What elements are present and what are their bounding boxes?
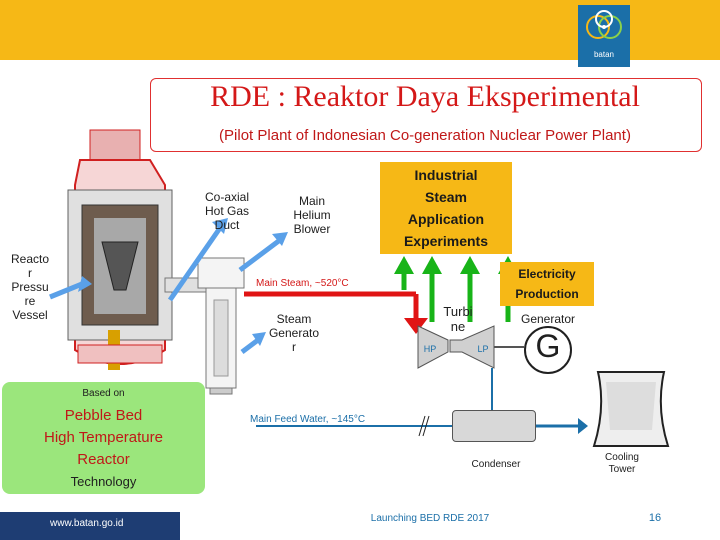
generator-letter: G	[535, 328, 561, 364]
cooling-tower-label: Cooling Tower	[605, 452, 639, 475]
slide-title: RDE : Reaktor Daya Eksperimental	[210, 80, 640, 113]
main-helium-blower-label: Main Helium Blower	[293, 194, 331, 236]
steam-generator-drawing	[197, 257, 245, 395]
lp-label: LP	[477, 344, 489, 354]
main-steam-label: Main Steam, ~520°C	[256, 278, 349, 289]
footer-event: Launching BED RDE 2017	[370, 513, 490, 524]
generator-symbol	[524, 326, 572, 374]
generator-label: Generator	[520, 312, 576, 326]
technology-name: Pebble Bed High Temperature Reactor	[44, 407, 163, 468]
hp-label: HP	[423, 344, 437, 354]
reactor-vessel-drawing	[67, 129, 173, 370]
based-on-suffix: Technology	[70, 474, 137, 489]
footer-url: www.batan.go.id	[50, 518, 124, 529]
turbine-label: Turbi ne	[443, 304, 473, 334]
cooling-tower-drawing	[592, 371, 670, 447]
electricity-production-box: Electricity Production	[500, 262, 594, 306]
footer-band	[0, 512, 180, 540]
title-frame	[150, 78, 702, 152]
condenser-label: Condenser	[471, 459, 521, 470]
main-steam-line	[244, 291, 428, 334]
based-on-box	[2, 382, 205, 494]
pointer-arrows	[49, 218, 288, 354]
turbine-drawing	[417, 325, 524, 369]
based-on-prefix: Based on	[82, 388, 125, 399]
page-number: 16	[648, 512, 662, 524]
feed-water-line	[256, 368, 588, 437]
steam-generator-label: Steam Generato r	[268, 312, 320, 354]
batan-logo	[578, 5, 630, 67]
industrial-steam-box: Industrial Steam Application Experiments	[380, 162, 512, 254]
main-feed-water-label: Main Feed Water, ~145°C	[250, 414, 366, 425]
logo-text: batan	[593, 50, 615, 59]
slide-subtitle: (Pilot Plant of Indonesian Co-generation…	[219, 127, 631, 144]
reactor-vessel-label: Reacto r Pressu re Vessel	[10, 252, 50, 322]
logo-atom-icon	[586, 10, 622, 39]
condenser-drawing	[452, 410, 536, 442]
coaxial-duct-label: Co-axial Hot Gas Duct	[204, 190, 249, 232]
